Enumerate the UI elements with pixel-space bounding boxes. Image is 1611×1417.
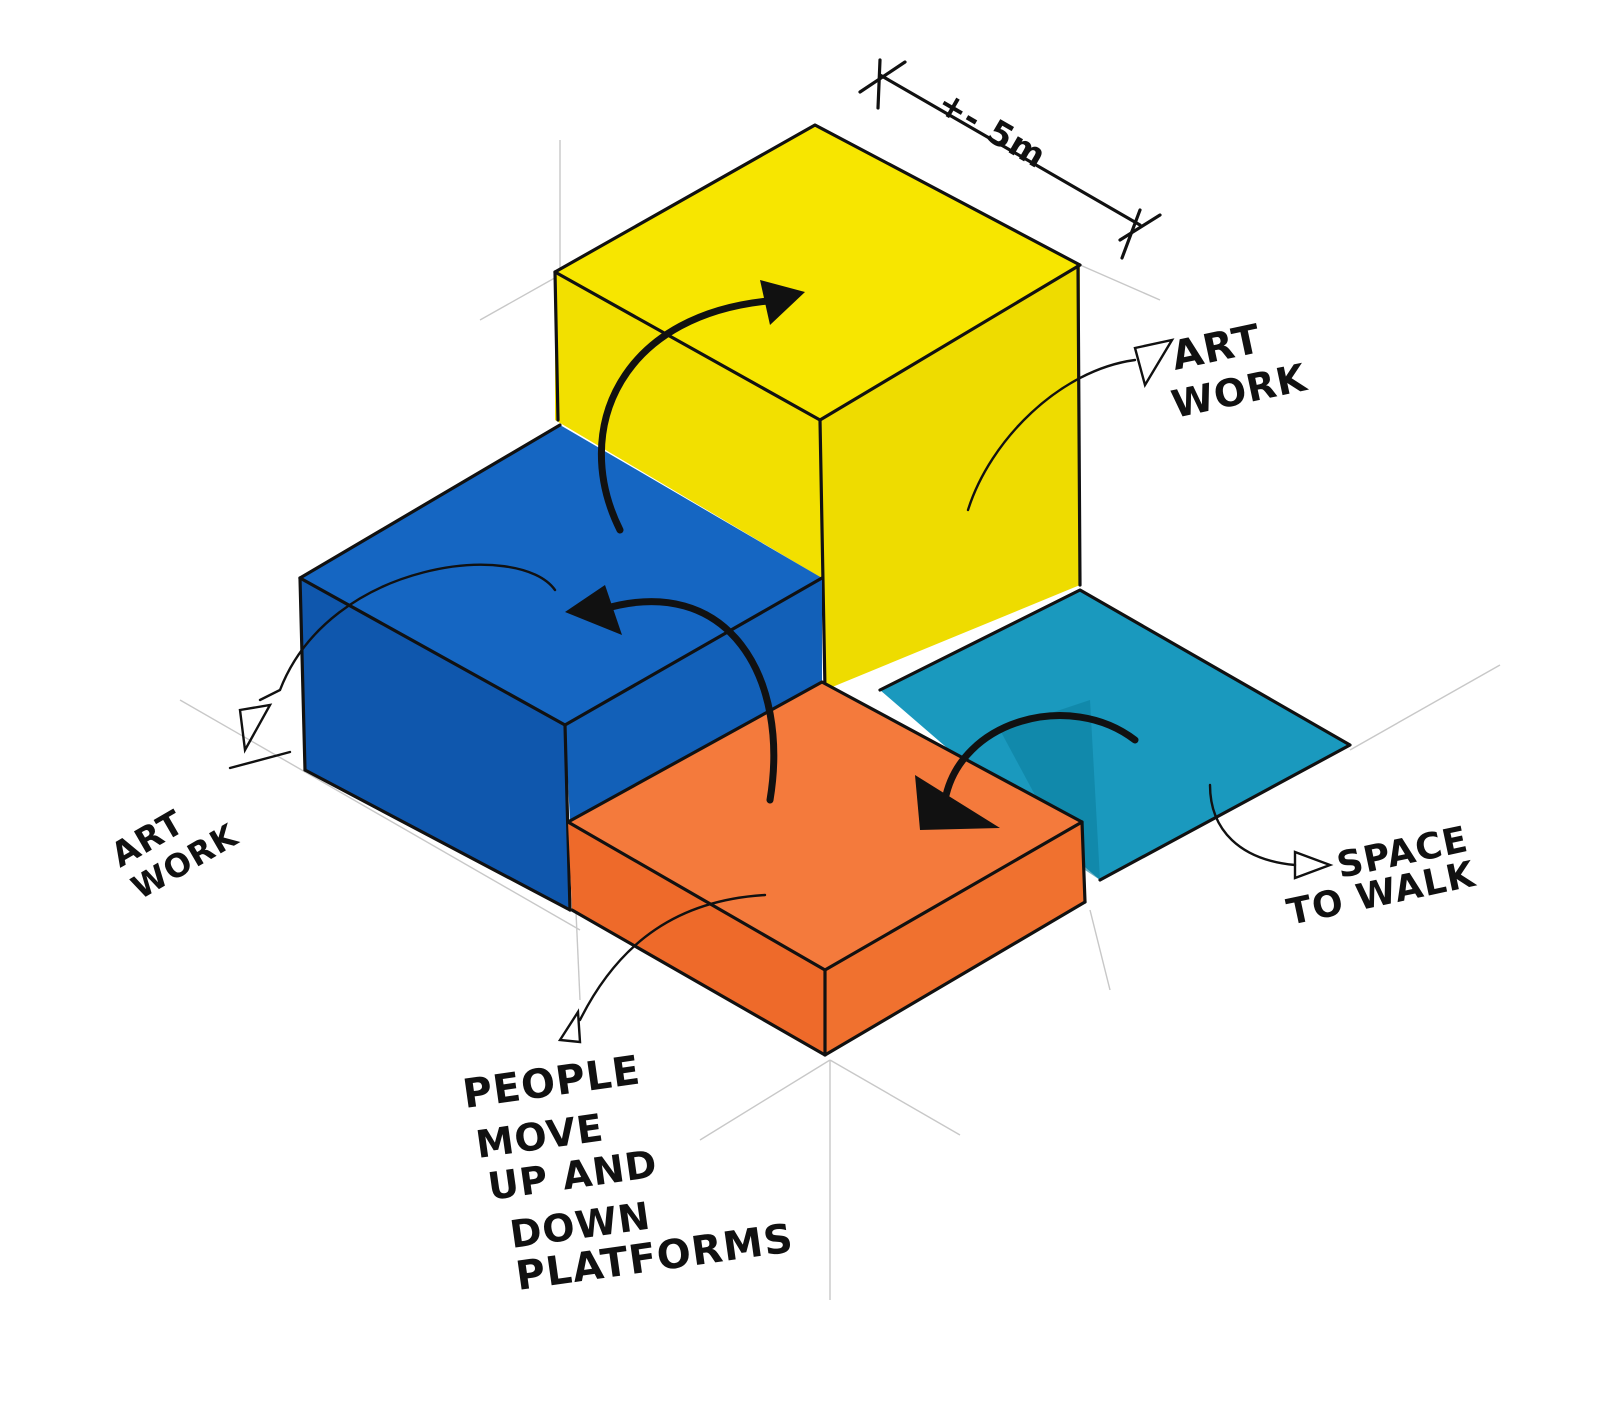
annotation-people-move: PEOPLE MOVE UP AND DOWN PLATFORMS [460,1047,796,1299]
yellow-cube [553,123,1082,692]
arrow-teal-to-orange-head-icon [915,775,1000,830]
annotation-art-work-right: ART WORK [1168,316,1312,427]
orange-platform-front [568,822,825,1055]
orange-platform-side [825,822,1085,1055]
movement-arrows [565,280,1139,830]
blue-platform-front [300,578,570,910]
blue-platform [298,423,824,912]
yellow-cube-left [555,272,825,580]
arrow-blue-to-yellow [597,296,784,534]
arrow-blue-to-yellow-head-icon [760,280,805,325]
arrow-orange-to-blue-head-icon [565,585,622,635]
arrow-teal-to-orange [941,712,1139,804]
blue-platform-side [565,578,822,820]
people-move-line-1: PEOPLE [460,1047,643,1117]
dimension-label: +- 5m [931,83,1054,177]
leader-lines [228,338,1334,1044]
orange-platform [566,680,1087,1057]
yellow-cube-right [820,265,1080,690]
arrow-orange-to-blue [596,598,778,804]
annotation-art-work-left: ART WORK [105,803,245,907]
annotation-space-to-walk: SPACE TO WALK [1283,819,1479,934]
